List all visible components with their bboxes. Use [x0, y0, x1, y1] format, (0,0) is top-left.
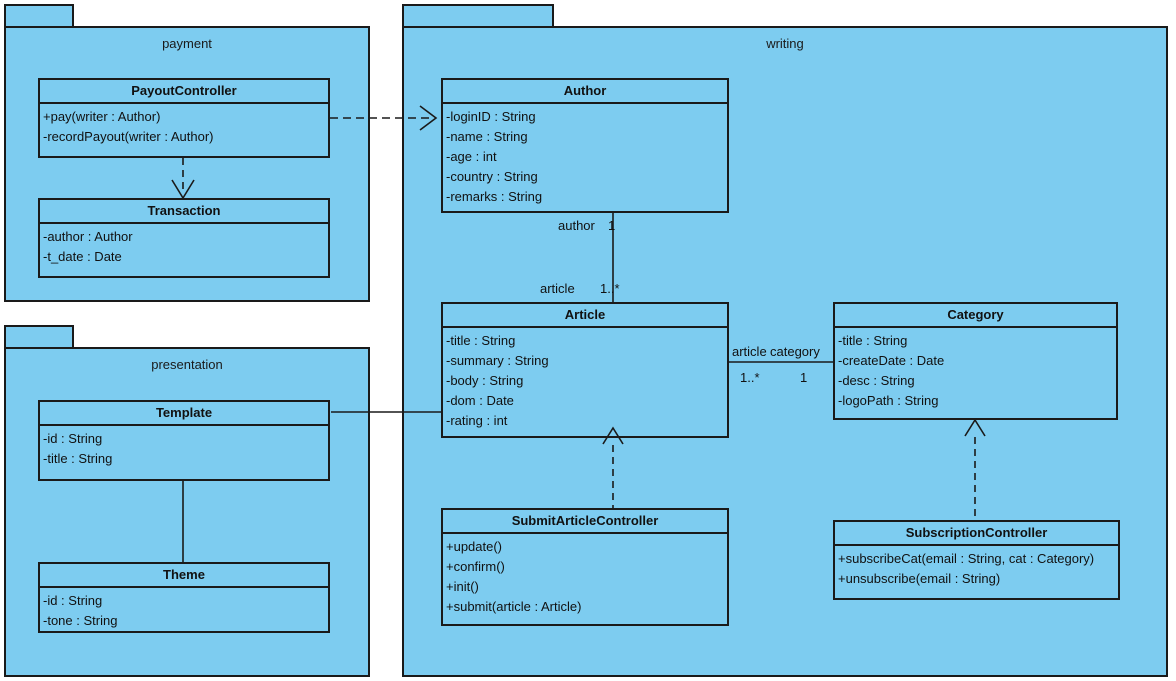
member: -country : String	[446, 169, 538, 184]
class-name-category: Category	[835, 304, 1116, 328]
edge-label-article-role: article	[540, 281, 575, 296]
member: -tone : String	[43, 613, 118, 628]
class-members-template: -id : String -title : String	[40, 426, 328, 469]
class-name-article: Article	[443, 304, 727, 328]
class-name-payoutcontroller: PayoutController	[40, 80, 328, 104]
class-category[interactable]: Category -title : String -createDate : D…	[833, 302, 1118, 420]
class-members-submitarticlecontroller: +update() +confirm() +init() +submit(art…	[443, 534, 727, 617]
class-members-theme: -id : String -tone : String	[40, 588, 328, 631]
class-author[interactable]: Author -loginID : String -name : String …	[441, 78, 729, 213]
member: -recordPayout(writer : Author)	[43, 129, 214, 144]
class-submitarticlecontroller[interactable]: SubmitArticleController +update() +confi…	[441, 508, 729, 626]
member: -body : String	[446, 373, 524, 388]
member: -author : Author	[43, 229, 133, 244]
class-name-transaction: Transaction	[40, 200, 328, 224]
edge-label-article-multiplicity: 1..*	[600, 281, 620, 296]
member: -createDate : Date	[838, 353, 945, 368]
edge-label-category-role-horizontal: category	[770, 344, 820, 359]
class-members-transaction: -author : Author -t_date : Date	[40, 224, 328, 267]
class-name-theme: Theme	[40, 564, 328, 588]
member: -id : String	[43, 431, 103, 446]
package-label-writing: writing	[766, 36, 804, 51]
class-members-category: -title : String -createDate : Date -desc…	[835, 328, 1116, 411]
member: -logoPath : String	[838, 393, 939, 408]
member: +pay(writer : Author)	[43, 109, 161, 124]
package-tab-payment	[4, 4, 74, 28]
class-members-article: -title : String -summary : String -body …	[443, 328, 727, 431]
member: +update()	[446, 539, 503, 554]
package-label-payment: payment	[162, 36, 212, 51]
package-label-presentation: presentation	[151, 357, 223, 372]
package-tab-writing	[402, 4, 554, 28]
member: -id : String	[43, 593, 103, 608]
class-name-author: Author	[443, 80, 727, 104]
member: -t_date : Date	[43, 249, 122, 264]
edge-label-author-multiplicity: 1	[608, 218, 616, 233]
edge-label-article-role-horizontal: article	[732, 344, 767, 359]
member: -title : String	[838, 333, 908, 348]
edge-label-category-multiplicity-horizontal: 1	[800, 370, 808, 385]
member: -loginID : String	[446, 109, 536, 124]
class-members-subscriptioncontroller: +subscribeCat(email : String, cat : Cate…	[835, 546, 1118, 589]
member: -title : String	[446, 333, 516, 348]
member: -title : String	[43, 451, 113, 466]
member: +confirm()	[446, 559, 505, 574]
class-template[interactable]: Template -id : String -title : String	[38, 400, 330, 481]
class-members-payoutcontroller: +pay(writer : Author) -recordPayout(writ…	[40, 104, 328, 147]
member: +init()	[446, 579, 479, 594]
edge-label-author-role: author	[558, 218, 595, 233]
member: -name : String	[446, 129, 528, 144]
member: -desc : String	[838, 373, 915, 388]
member: -age : int	[446, 149, 497, 164]
class-article[interactable]: Article -title : String -summary : Strin…	[441, 302, 729, 438]
member: +unsubscribe(email : String)	[838, 571, 1001, 586]
member: +submit(article : Article)	[446, 599, 582, 614]
class-payoutcontroller[interactable]: PayoutController +pay(writer : Author) -…	[38, 78, 330, 158]
member: -rating : int	[446, 413, 508, 428]
class-name-subscriptioncontroller: SubscriptionController	[835, 522, 1118, 546]
class-members-author: -loginID : String -name : String -age : …	[443, 104, 727, 207]
member: -dom : Date	[446, 393, 514, 408]
member: -remarks : String	[446, 189, 543, 204]
class-name-template: Template	[40, 402, 328, 426]
class-theme[interactable]: Theme -id : String -tone : String	[38, 562, 330, 633]
member: -summary : String	[446, 353, 549, 368]
class-subscriptioncontroller[interactable]: SubscriptionController +subscribeCat(ema…	[833, 520, 1120, 600]
class-name-submitarticlecontroller: SubmitArticleController	[443, 510, 727, 534]
member: +subscribeCat(email : String, cat : Cate…	[838, 551, 1095, 566]
package-tab-presentation	[4, 325, 74, 349]
edge-label-article-multiplicity-horizontal: 1..*	[740, 370, 760, 385]
class-transaction[interactable]: Transaction -author : Author -t_date : D…	[38, 198, 330, 278]
